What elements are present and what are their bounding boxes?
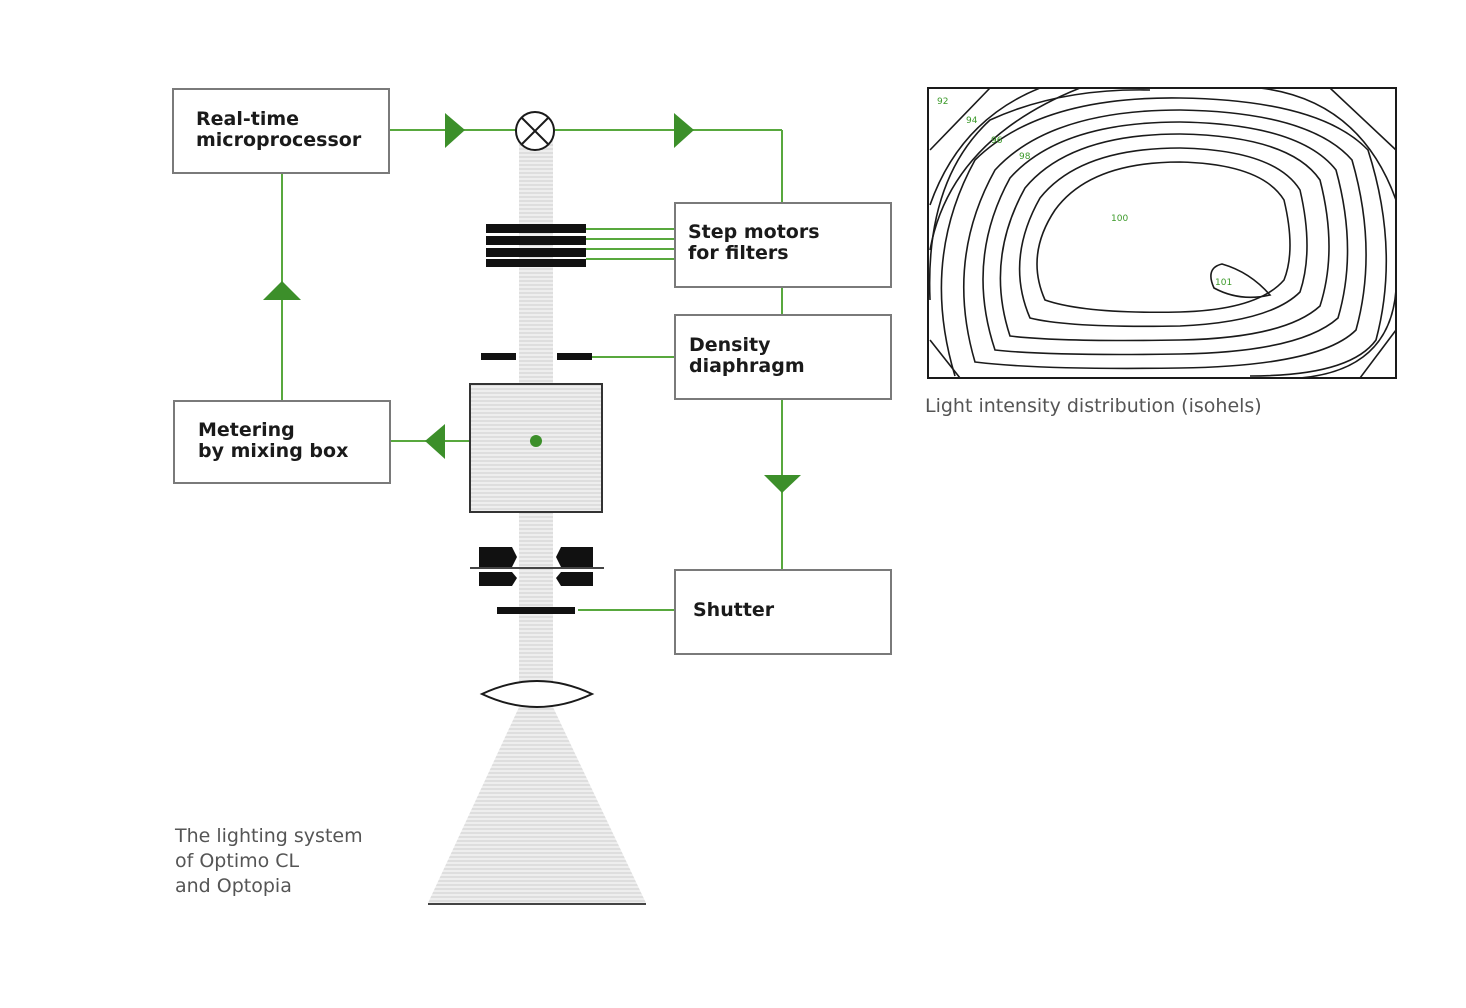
iris-blades bbox=[479, 547, 593, 586]
system-caption: The lighting system of Optimo CL and Opt… bbox=[174, 825, 363, 897]
triangle-arrow-icon bbox=[764, 475, 801, 493]
system-caption-line3: and Optopia bbox=[175, 875, 292, 897]
metering-label-line1: Metering bbox=[198, 419, 295, 441]
isohel-label: 92 bbox=[937, 97, 948, 107]
system-caption-line2: of Optimo CL bbox=[175, 850, 300, 872]
density-diaphragm-box: Density diaphragm bbox=[674, 314, 892, 400]
system-caption-line1: The lighting system bbox=[174, 825, 363, 847]
triangle-arrow-icon bbox=[674, 113, 694, 148]
microprocessor-box: Real-time microprocessor bbox=[172, 88, 390, 174]
shutter-bar bbox=[497, 607, 575, 614]
isohel-caption: Light intensity distribution (isohels) bbox=[925, 395, 1262, 417]
isohel-label: 101 bbox=[1215, 278, 1232, 288]
isohel-label: 98 bbox=[1019, 152, 1031, 162]
isohel-label: 100 bbox=[1111, 214, 1128, 224]
filter-plates bbox=[486, 224, 586, 267]
microprocessor-label-line1: Real-time bbox=[196, 108, 299, 130]
lamp-cross-icon bbox=[515, 111, 555, 151]
isohel-chart: 92 94 96 98 100 101 bbox=[927, 87, 1397, 379]
isohel-label: 96 bbox=[991, 136, 1003, 146]
triangle-arrow-icon bbox=[445, 113, 465, 148]
lens bbox=[479, 680, 595, 708]
isohel-label: 94 bbox=[966, 116, 978, 126]
metering-sensor-dot bbox=[530, 435, 542, 447]
mixing-box bbox=[469, 383, 603, 513]
triangle-arrow-icon bbox=[425, 424, 445, 459]
projection-cone bbox=[428, 705, 646, 903]
density-label-line2: diaphragm bbox=[689, 355, 805, 377]
microprocessor-label-line2: microprocessor bbox=[196, 129, 362, 151]
metering-label-line2: by mixing box bbox=[198, 440, 348, 462]
density-diaphragm-blades bbox=[481, 353, 592, 360]
step-motors-label-line2: for filters bbox=[688, 242, 789, 264]
isohel-contours bbox=[928, 88, 1396, 378]
step-motors-label-line1: Step motors bbox=[688, 221, 820, 243]
step-motors-box: Step motors for filters bbox=[674, 202, 892, 288]
shutter-label: Shutter bbox=[693, 599, 775, 621]
shutter-box: Shutter bbox=[674, 569, 892, 655]
triangle-arrow-icon bbox=[263, 281, 301, 300]
density-label-line1: Density bbox=[689, 334, 771, 356]
metering-box: Metering by mixing box bbox=[173, 400, 391, 484]
